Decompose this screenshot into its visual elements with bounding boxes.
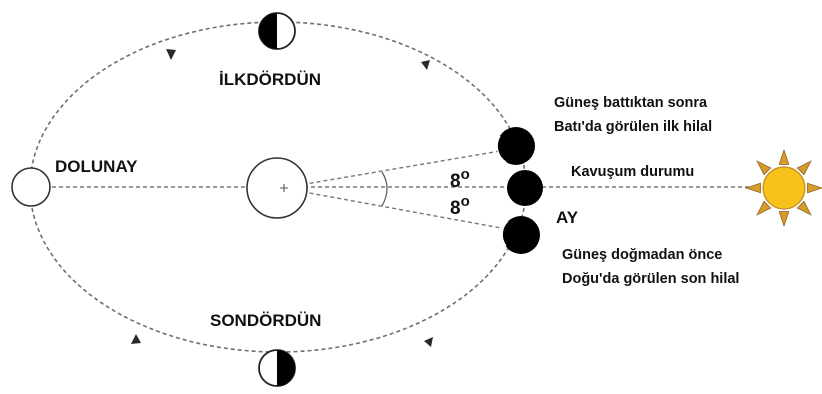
moon-label: AY bbox=[556, 208, 579, 227]
sun-ray bbox=[796, 200, 812, 216]
before-sunrise-note-line1: Güneş doğmadan önce bbox=[562, 247, 722, 263]
sun-ray bbox=[756, 160, 772, 176]
earth-center-mark bbox=[280, 184, 288, 192]
sun-ray bbox=[778, 148, 790, 165]
waxing-crescent-moon bbox=[496, 127, 535, 165]
conjunction-note: Kavuşum durumu bbox=[571, 164, 694, 180]
full-moon bbox=[11, 167, 51, 207]
sun-ray bbox=[807, 182, 822, 194]
sun-ray bbox=[744, 182, 761, 194]
sun-icon bbox=[744, 148, 822, 228]
last-quarter-moon bbox=[258, 349, 296, 387]
full-moon-label: DOLUNAY bbox=[55, 157, 138, 176]
sight-line-upper bbox=[281, 148, 513, 189]
sun-disc bbox=[762, 166, 806, 210]
orbit-arrow-upper-right bbox=[421, 60, 430, 70]
sun-ray bbox=[756, 200, 772, 216]
first-quarter-label: İLKDÖRDÜN bbox=[219, 70, 321, 89]
angle-arc bbox=[381, 171, 388, 207]
orbit-arrow-lower-right bbox=[424, 337, 433, 347]
before-sunrise-note-line2: Doğu'da görülen son hilal bbox=[562, 271, 739, 287]
first-quarter-moon bbox=[258, 12, 296, 50]
sun-ray bbox=[778, 211, 790, 228]
last-quarter-label: SONDÖRDÜN bbox=[210, 311, 321, 330]
after-sunset-note-line1: Güneş battıktan sonra bbox=[554, 95, 708, 111]
orbit-direction-arrows bbox=[131, 49, 433, 347]
angle-label-upper: 8o bbox=[450, 166, 470, 192]
sun-rays bbox=[744, 148, 822, 228]
waning-crescent-moon bbox=[501, 216, 540, 254]
orbit-arrow-lower-left bbox=[131, 334, 141, 344]
orbit-arrow-upper-left bbox=[166, 49, 176, 60]
sight-line-lower bbox=[281, 187, 513, 231]
sun-ray bbox=[796, 160, 812, 176]
after-sunset-note-line2: Batı'da görülen ilk hilal bbox=[554, 119, 712, 135]
earth bbox=[246, 157, 308, 219]
angle-label-lower: 8o bbox=[450, 193, 470, 219]
new-moon bbox=[507, 170, 543, 206]
